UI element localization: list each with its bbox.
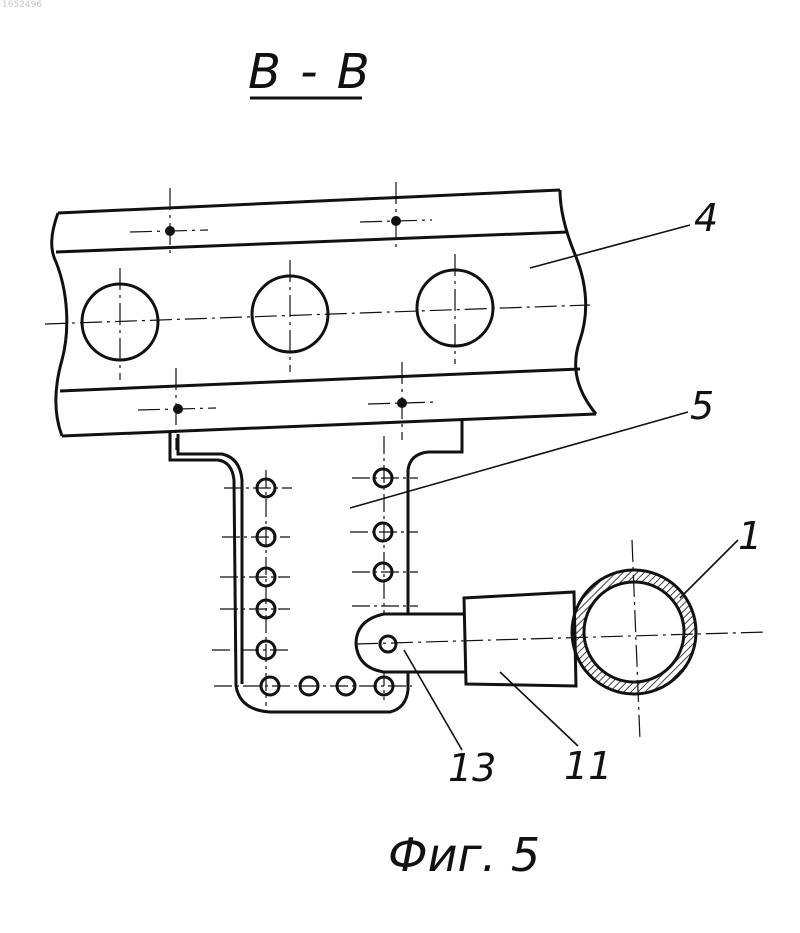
rivet <box>173 404 183 414</box>
beam-part-4 <box>52 190 596 436</box>
beam-holes <box>82 270 493 360</box>
tube-bore <box>584 582 684 682</box>
figure-caption: Фиг. 5 <box>388 828 540 882</box>
callout-label-13: 13 <box>448 746 496 790</box>
callout-label-5: 5 <box>690 384 714 428</box>
beam-flange-line-upper <box>56 232 568 252</box>
lug-pin-hole <box>380 636 396 652</box>
beam-bottom-edge <box>62 414 596 436</box>
callout-label-11: 11 <box>564 744 612 788</box>
leader-1 <box>680 540 738 598</box>
section-title: В - В <box>248 44 372 100</box>
leader-5 <box>350 412 688 508</box>
beam-top-edge <box>58 190 560 213</box>
clamp-outline <box>464 592 576 686</box>
callout-label-1: 1 <box>738 514 762 558</box>
beam-left-break <box>52 213 67 436</box>
beam-right-break <box>560 190 596 414</box>
document-number: 1652496 <box>2 0 42 10</box>
clamp-part-11 <box>464 592 576 686</box>
beam-centerlines <box>45 182 590 450</box>
rivet <box>165 226 175 236</box>
callout-label-4: 4 <box>694 196 718 240</box>
rivet <box>391 216 401 226</box>
rivet <box>397 398 407 408</box>
beam-flange-line-lower <box>60 369 580 391</box>
